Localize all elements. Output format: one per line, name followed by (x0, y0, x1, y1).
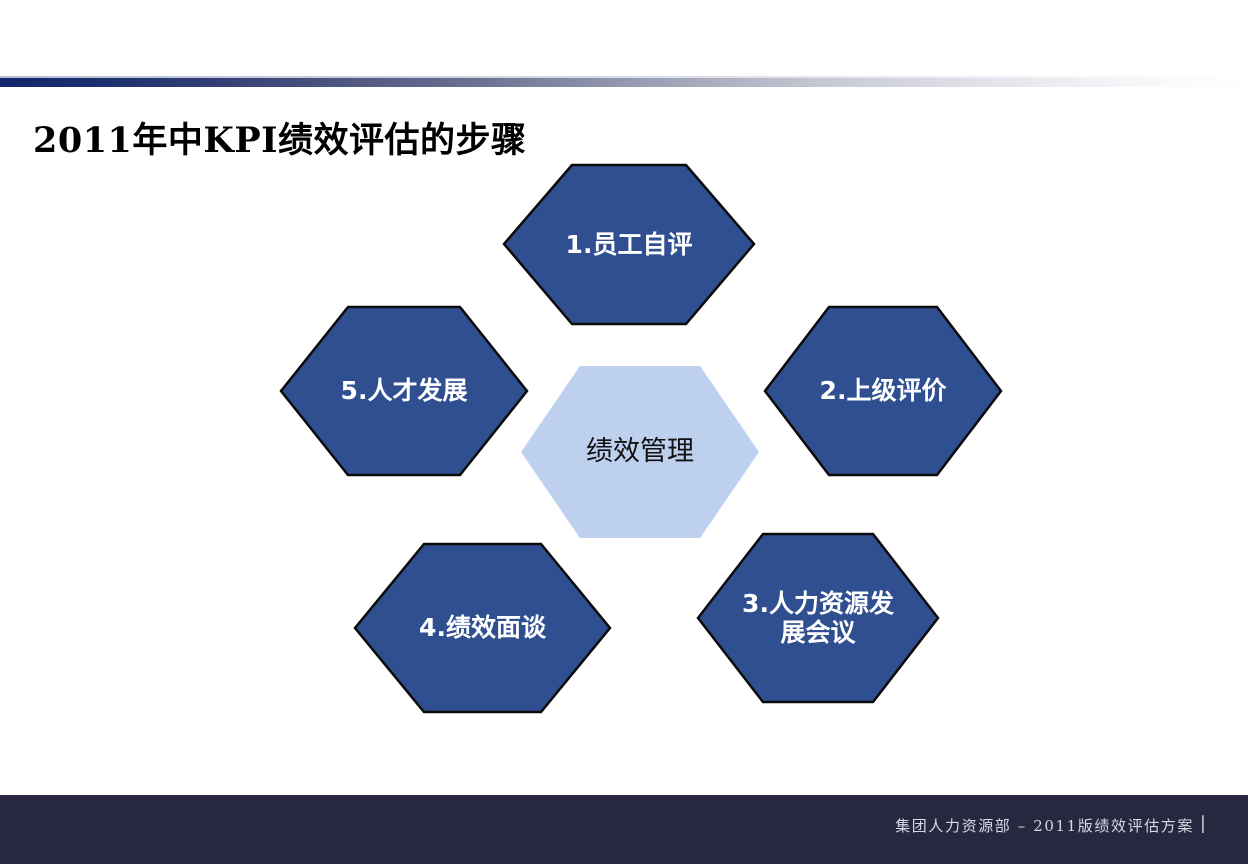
hexagon-step-4-shape (353, 542, 612, 714)
footer-page-mark: | (1199, 813, 1206, 834)
hexagon-center-shape (521, 366, 759, 538)
hexagon-step-1[interactable]: 1.员工自评 (502, 163, 756, 326)
hexagon-center[interactable]: 绩效管理 (520, 365, 760, 539)
hexagon-step-4[interactable]: 4.绩效面谈 (353, 542, 612, 714)
header-accent-gradient (0, 78, 1248, 87)
hexagon-step-3-shape (696, 532, 940, 704)
hexagon-step-1-shape (502, 163, 756, 326)
footer-text: 集团人力资源部 – 2011版绩效评估方案 (895, 817, 1194, 835)
hexagon-step-2[interactable]: 2.上级评价 (763, 305, 1003, 477)
header-accent-bar (0, 76, 1248, 87)
hexagon-step-2-shape (763, 305, 1003, 477)
hexagon-step-3[interactable]: 3.人力资源发 展会议 (696, 532, 940, 704)
hexagon-step-5-shape (279, 305, 529, 477)
page-title: 2011年中KPI绩效评估的步骤 (33, 120, 527, 161)
header-accent-hairline (0, 76, 1248, 78)
hexagon-step-5[interactable]: 5.人才发展 (279, 305, 529, 477)
footer-band: 集团人力资源部 – 2011版绩效评估方案 | (0, 795, 1248, 864)
